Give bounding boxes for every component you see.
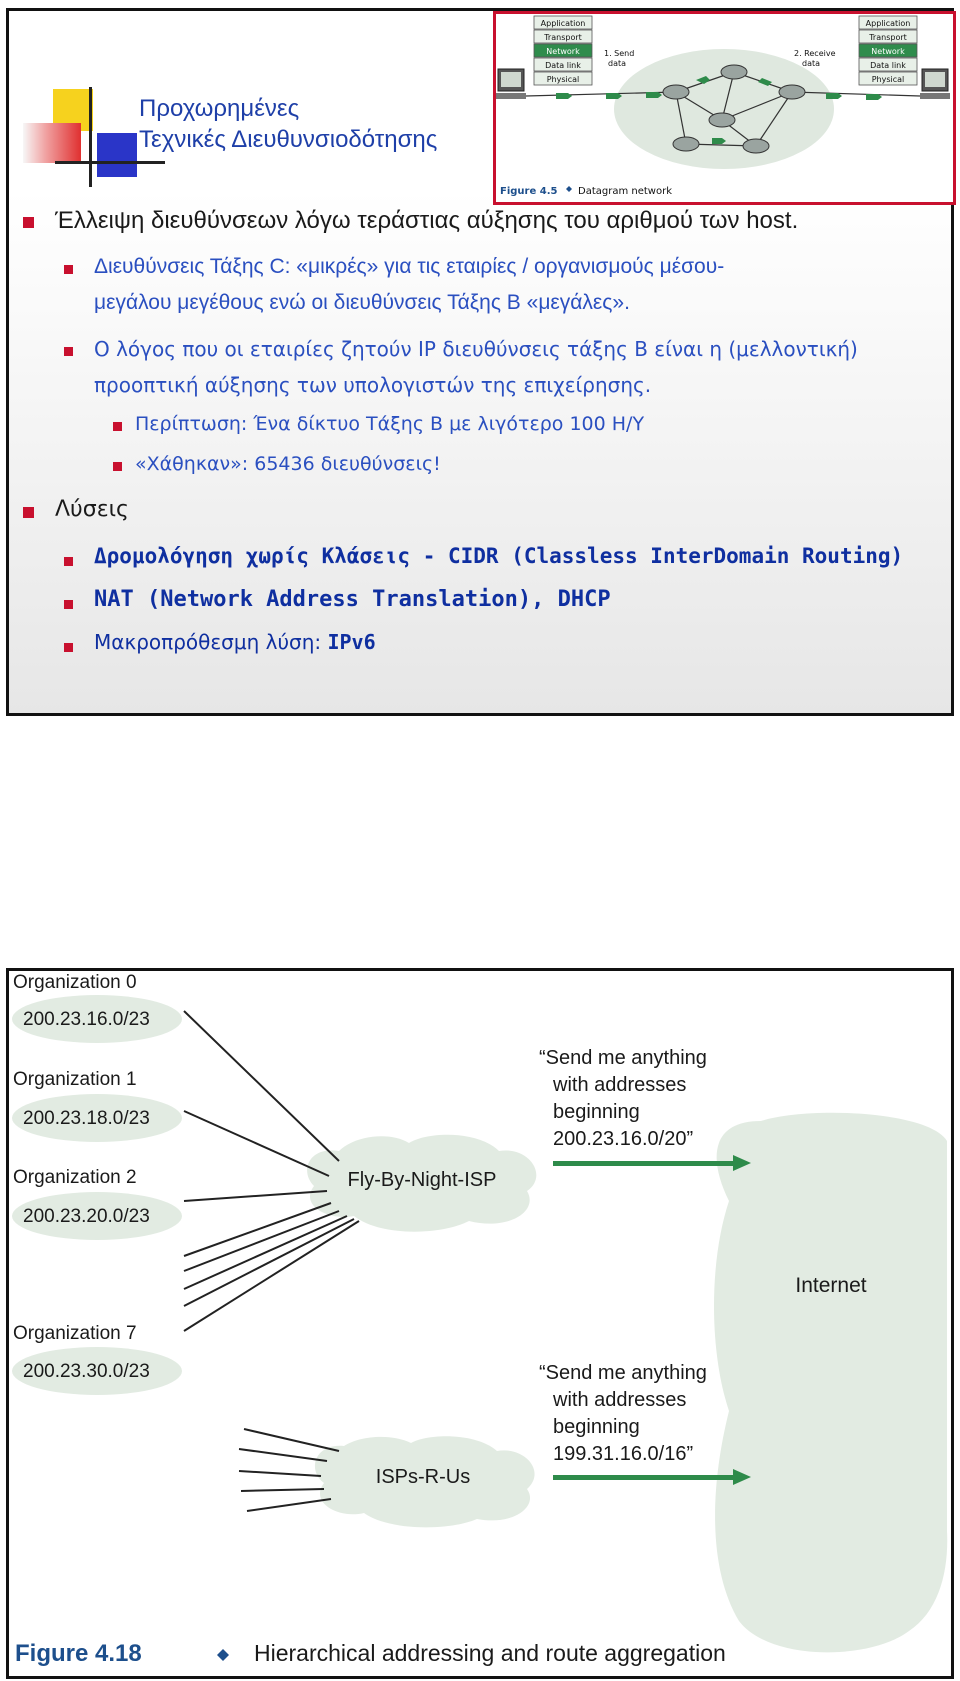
left-layer-physical: Physical (547, 75, 580, 84)
internet-label: Internet (795, 1274, 866, 1297)
right-layer-application: Application (866, 19, 911, 28)
right-computer-icon (920, 68, 950, 99)
bullet-address-shortage: Έλλειψη διευθύνσεων λόγω τεράστιας αύξησ… (55, 207, 799, 234)
bullet-case-example: Περίπτωση: Ένα δίκτυο Τάξης B με λιγότερ… (135, 413, 645, 435)
bullet-nat-dhcp: NAT (Network Address Translation), DHCP (94, 587, 611, 612)
fig45-caption-diamond (566, 186, 572, 192)
left-layer-transport: Transport (543, 33, 582, 42)
org1-prefix-cloud (12, 1094, 182, 1142)
fig418-caption-diamond (217, 1649, 229, 1661)
isp2-label: ISPs-R-Us (376, 1466, 470, 1488)
org0-prefix-cloud (12, 995, 182, 1043)
network-cloud (614, 49, 834, 169)
bullet-class-c-line1: Διευθύνσεις Τάξης C: «μικρές» για τις ετ… (94, 255, 725, 278)
routers (662, 64, 806, 154)
org-to-isp-links (183, 1010, 360, 1332)
bullet-marker (64, 600, 73, 609)
advertisement-2: “Send me anything with addresses beginni… (539, 1362, 707, 1465)
right-layer-physical: Physical (872, 75, 905, 84)
receive-label-1: 2. Receive (794, 49, 836, 58)
org0-name: Organization 0 (13, 972, 137, 993)
bullet-marker (64, 557, 73, 566)
receive-label-2: data (802, 59, 820, 68)
left-layer-datalink: Data link (545, 61, 581, 70)
bullet-ipv6: Μακροπρόθεσμη λύση: IPv6 (94, 630, 376, 654)
figure-datagram-network: Application Transport Network Data link … (493, 11, 956, 205)
ad2-line4: 199.31.16.0/16” (553, 1443, 693, 1465)
org7-prefix: 200.23.30.0/23 (23, 1361, 150, 1382)
bullet-class-c-line2: μεγάλου μεγέθους ενώ οι διευθύνσεις Τάξη… (94, 291, 630, 314)
org7-name: Organization 7 (13, 1323, 137, 1344)
isp1-cloud (307, 1134, 537, 1232)
org7-prefix-cloud (12, 1347, 182, 1395)
logo-red-block (23, 123, 81, 163)
bullet-marker (64, 265, 73, 274)
logo-blue-block (97, 133, 137, 177)
isp2-cloud (314, 1436, 535, 1528)
org2-prefix-cloud (12, 1192, 182, 1240)
bullet-marker (64, 347, 73, 356)
bullet-marker (113, 462, 122, 471)
ipv6-bold: IPv6 (327, 630, 376, 654)
left-layer-network: Network (546, 47, 580, 56)
send-label-1: 1. Send (604, 49, 634, 58)
ad2-line1: “Send me anything (539, 1362, 707, 1384)
bullet-marker (23, 217, 34, 228)
isp1-label: Fly-By-Night-ISP (348, 1169, 497, 1191)
org1-prefix: 200.23.18.0/23 (23, 1108, 150, 1129)
ad2-line2: with addresses (552, 1389, 686, 1411)
org1-name: Organization 1 (13, 1069, 137, 1090)
arrow-2 (553, 1469, 751, 1485)
left-computer-icon (496, 68, 526, 99)
title-line-1: Προχωρημένες (139, 95, 300, 122)
org2-prefix: 200.23.20.0/23 (23, 1206, 150, 1227)
internet-cloud (714, 1112, 948, 1653)
datagram-network-diagram: Application Transport Network Data link … (496, 14, 953, 197)
send-label-2: data (608, 59, 626, 68)
fig418-caption-number: Figure 4.18 (15, 1640, 142, 1667)
bullet-lost-addresses: «Χάθηκαν»: 65436 διευθύνσεις! (135, 453, 441, 475)
bullet-class-b-reason-line1: Ο λόγος που οι εταιρίες ζητούν IP διευθύ… (94, 337, 858, 361)
ad1-line1: “Send me anything (539, 1047, 707, 1069)
logo-vertical-line (89, 87, 92, 187)
right-layer-datalink: Data link (870, 61, 906, 70)
right-layer-network: Network (871, 47, 905, 56)
logo-horizontal-line (55, 161, 165, 164)
bullet-marker (64, 643, 73, 652)
slide-title: Προχωρημένες Τεχνικές Διευθυνσιοδότησης (139, 93, 437, 155)
packets (556, 76, 882, 144)
fig418-caption-text: Hierarchical addressing and route aggreg… (254, 1640, 726, 1666)
bullet-class-b-reason-line2: προοπτική αύξησης των υπολογιστών της επ… (94, 373, 652, 397)
ipv6-prefix: Μακροπρόθεσμη λύση: (94, 630, 328, 654)
bullet-marker (113, 422, 122, 431)
bullet-solutions: Λύσεις (55, 497, 129, 522)
slide-2: Organization 0 200.23.16.0/23 Organizati… (6, 968, 954, 1679)
bullet-marker (23, 507, 34, 518)
route-aggregation-diagram: Organization 0 200.23.16.0/23 Organizati… (12, 972, 948, 1667)
ad1-line4: 200.23.16.0/20” (553, 1128, 693, 1150)
right-protocol-stack: Application Transport Network Data link … (858, 15, 918, 86)
org2-name: Organization 2 (13, 1167, 137, 1188)
bullet-cidr: Δρομολόγηση χωρίς Κλάσεις - CIDR (Classl… (94, 544, 904, 568)
right-layer-transport: Transport (868, 33, 907, 42)
isp2-feeder-links (238, 1428, 340, 1512)
ad2-line3: beginning (553, 1416, 640, 1438)
advertisement-1: “Send me anything with addresses beginni… (539, 1047, 707, 1150)
left-layer-application: Application (541, 19, 586, 28)
arrow-1 (553, 1155, 751, 1171)
fig45-caption-number: Figure 4.5 (500, 186, 557, 197)
left-protocol-stack: Application Transport Network Data link … (533, 15, 593, 86)
org0-prefix: 200.23.16.0/23 (23, 1009, 150, 1030)
title-line-2: Τεχνικές Διευθυνσιοδότησης (139, 126, 438, 153)
ad1-line3: beginning (553, 1101, 640, 1123)
ad1-line2: with addresses (552, 1074, 686, 1096)
fig45-caption-text: Datagram network (578, 186, 672, 197)
slide-1: Προχωρημένες Τεχνικές Διευθυνσιοδότησης … (6, 8, 956, 716)
